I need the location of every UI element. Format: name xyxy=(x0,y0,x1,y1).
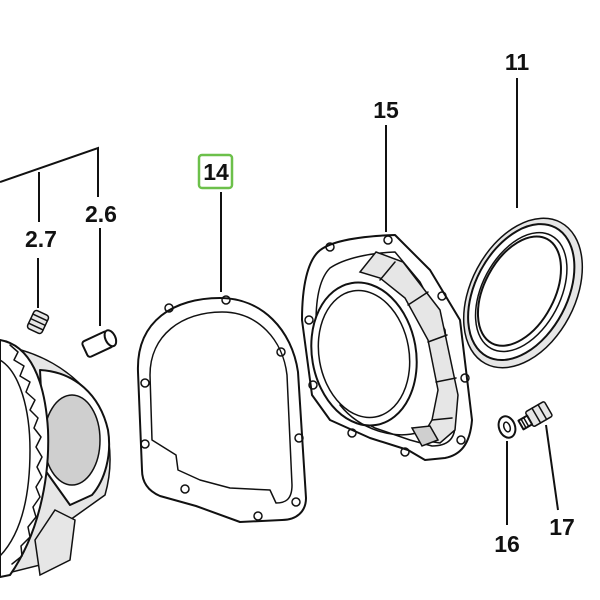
housing-bolt-holes xyxy=(304,235,470,457)
gasket-part-14 xyxy=(136,295,307,523)
leader-2-6-2-7 xyxy=(0,146,101,326)
bolt-part-17 xyxy=(517,401,553,431)
callout-17[interactable]: 17 xyxy=(549,514,575,540)
leader-17 xyxy=(545,424,559,511)
dowel-pin-part-2-6 xyxy=(81,329,118,358)
set-screw-part-2-7 xyxy=(26,309,50,335)
gasket-bolt-holes xyxy=(140,295,304,521)
crankshaft-assembly xyxy=(0,339,111,578)
callout-15[interactable]: 15 xyxy=(373,97,399,123)
washer-part-16 xyxy=(497,415,517,439)
callout-2-7[interactable]: 2.7 xyxy=(25,226,57,252)
oil-seal-part-11 xyxy=(462,217,584,369)
callout-14[interactable]: 14 xyxy=(203,159,229,185)
housing-part-15 xyxy=(301,234,473,461)
callout-14-highlight-box xyxy=(197,153,234,190)
callout-16[interactable]: 16 xyxy=(494,531,520,557)
callout-11[interactable]: 11 xyxy=(505,49,530,75)
callout-2-6[interactable]: 2.6 xyxy=(85,201,117,227)
